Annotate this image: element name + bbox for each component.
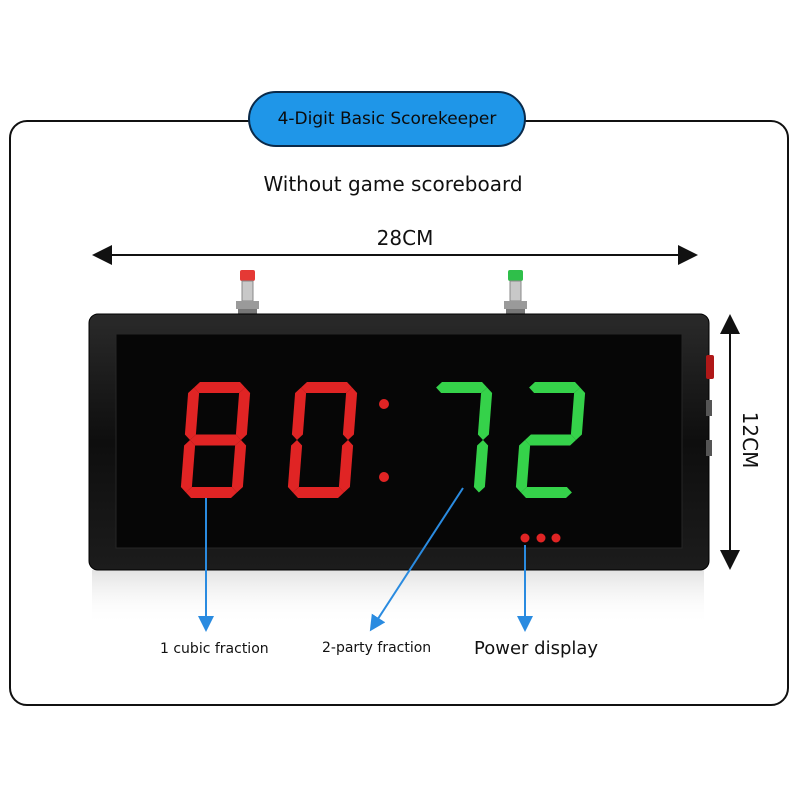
digit-1-segment-b <box>235 387 251 440</box>
digit-2-segment-a <box>301 382 353 393</box>
digit-4-segment-g <box>525 434 576 446</box>
width-label: 28CM <box>376 226 434 250</box>
digit-2-segment-f <box>291 387 307 440</box>
callout-middle: 2-party fraction <box>322 640 432 656</box>
digit-2-segment-c <box>338 440 354 493</box>
digit-4-segment-e <box>515 440 531 493</box>
digit-4-segment-d <box>520 487 572 498</box>
green-push-button <box>504 270 527 315</box>
pointer-middle <box>369 487 464 632</box>
digit-2-segment-d <box>292 487 344 498</box>
callout-right: Power display <box>474 638 599 659</box>
digit-1-segment-d <box>185 487 237 498</box>
subtitle: Without game scoreboard <box>263 172 523 196</box>
digit-1-segment-g <box>190 434 241 446</box>
digit-3-segment-c <box>473 440 489 493</box>
power-led <box>520 533 530 543</box>
digit-1-segment-f <box>184 387 200 440</box>
digit-1-segment-c <box>231 440 247 493</box>
digit-4-segment-b <box>570 387 586 440</box>
digit-3-segment-b <box>477 387 493 440</box>
digit-4-segment-a <box>529 382 581 393</box>
colon-dot-bottom <box>379 472 389 482</box>
power-led <box>536 533 546 543</box>
digit-2-segment-e <box>287 440 303 493</box>
digit-1-segment-e <box>180 440 196 493</box>
digit-2-segment-b <box>342 387 358 440</box>
callout-left: 1 cubic fraction <box>160 641 269 657</box>
power-led <box>551 533 561 543</box>
digit-3-segment-a <box>436 382 488 393</box>
colon-dot-top <box>379 399 389 409</box>
digit-1-segment-a <box>194 382 246 393</box>
score-digits <box>180 382 586 498</box>
red-push-button <box>236 270 259 315</box>
title-badge: 4-Digit Basic Scorekeeper <box>248 91 526 147</box>
